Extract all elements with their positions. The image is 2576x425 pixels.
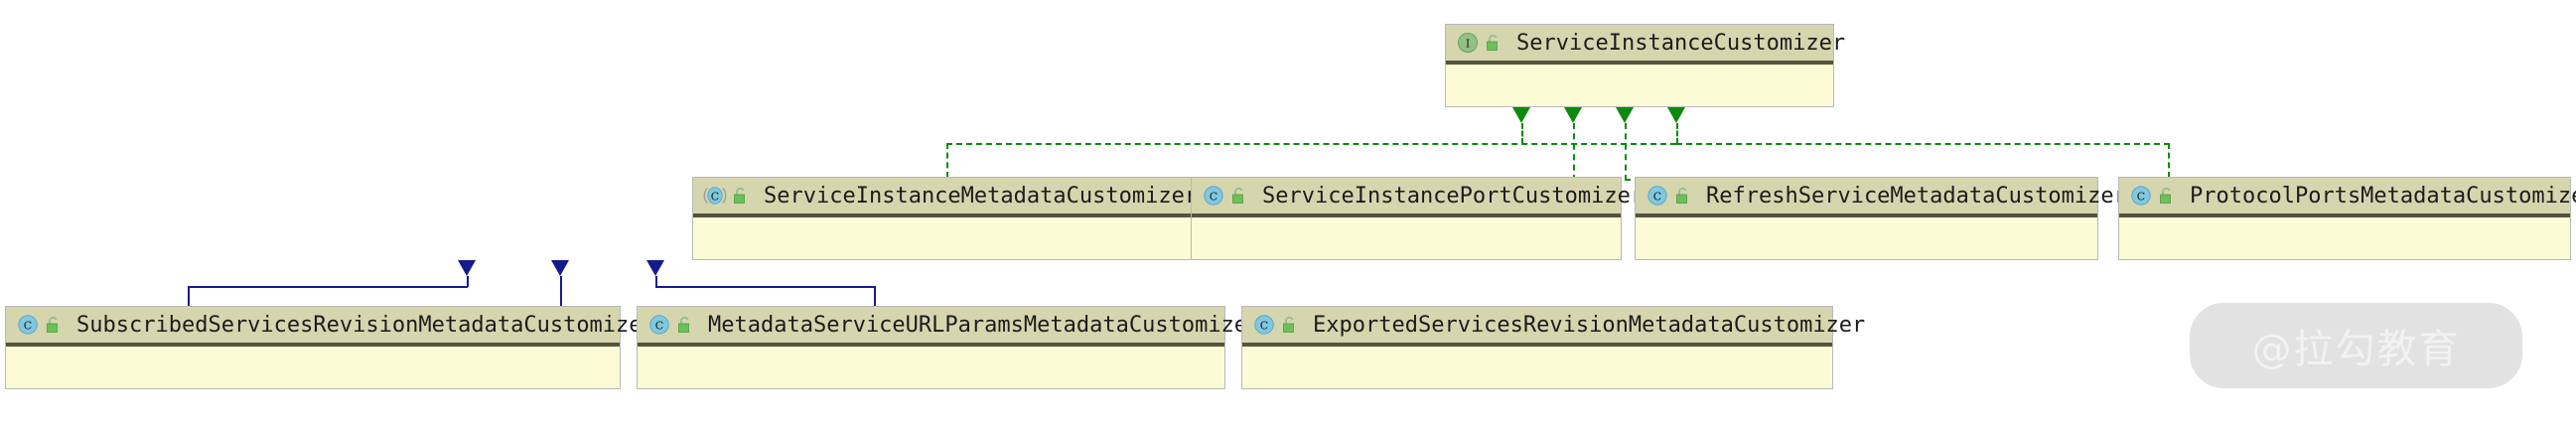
class-icon: C — [1252, 313, 1276, 337]
realization-edge-segment — [946, 143, 948, 178]
public-lock-icon — [1230, 186, 1248, 206]
realization-edge-segment — [1676, 123, 1678, 144]
generalization-edge-segment — [188, 286, 468, 288]
generalization-edge-segment — [188, 286, 190, 308]
uml-node-subscribed-services-revision-metadata-customizer[interactable]: C SubscribedServicesRevisionMetadataCust… — [5, 306, 655, 389]
uml-node-header: C RefreshServiceMetadataCustomizer — [1636, 178, 2127, 217]
realization-edge-segment — [2168, 143, 2170, 178]
uml-node-title: RefreshServiceMetadataCustomizer — [1706, 183, 2127, 209]
interface-icon: I — [1456, 31, 1480, 55]
realization-arrowhead — [1564, 107, 1582, 123]
uml-node-body — [1192, 217, 1621, 257]
uml-node-title: SubscribedServicesRevisionMetadataCustom… — [76, 312, 655, 338]
uml-node-title: ServiceInstancePortCustomizer — [1262, 183, 1645, 209]
watermark-text: @拉勾教育 — [2251, 327, 2461, 372]
uml-node-body — [1636, 217, 2097, 257]
class-icon: C — [647, 313, 671, 337]
uml-node-metadata-service-url-params-metadata-customizer[interactable]: C MetadataServiceURLParamsMetadataCustom… — [637, 306, 1260, 389]
uml-node-body — [2119, 217, 2570, 257]
uml-node-exported-services-revision-metadata-customizer[interactable]: C ExportedServicesRevisionMetadataCustom… — [1241, 306, 1865, 389]
svg-text:C: C — [1653, 191, 1661, 204]
class-icon: C — [2129, 184, 2153, 208]
generalization-edge-segment — [874, 286, 876, 308]
watermark: @拉勾教育 — [2190, 303, 2522, 388]
generalization-arrowhead — [646, 260, 664, 276]
class-icon: C — [16, 313, 40, 337]
public-lock-icon — [1485, 33, 1503, 53]
uml-node-header: C SubscribedServicesRevisionMetadataCust… — [6, 307, 655, 347]
realization-edge-segment — [1676, 143, 2170, 145]
uml-node-header: C ExportedServicesRevisionMetadataCustom… — [1242, 307, 1865, 347]
uml-node-title: MetadataServiceURLParamsMetadataCustomiz… — [708, 312, 1261, 338]
public-lock-icon — [676, 315, 694, 335]
uml-node-header: I ServiceInstanceCustomizer — [1446, 25, 1845, 65]
generalization-arrowhead — [551, 260, 569, 276]
uml-node-body — [638, 347, 1224, 386]
uml-node-body — [6, 347, 620, 386]
public-lock-icon — [2158, 186, 2176, 206]
public-lock-icon — [1674, 186, 1692, 206]
realization-edge-segment — [1521, 123, 1523, 144]
realization-edge-segment — [946, 143, 1676, 145]
uml-node-body — [693, 217, 1200, 257]
uml-node-title: ExportedServicesRevisionMetadataCustomiz… — [1313, 312, 1866, 338]
abstract-class-icon: C — [703, 184, 727, 208]
generalization-edge-segment — [655, 286, 876, 288]
generalization-edge-segment — [655, 276, 657, 287]
uml-node-title: ServiceInstanceMetadataCustomizer — [764, 183, 1199, 209]
uml-node-header: C ServiceInstancePortCustomizer — [1192, 178, 1644, 217]
uml-node-header: C ProtocolPortsMetadataCustomizer — [2119, 178, 2576, 217]
uml-node-header: C ServiceInstanceMetadataCustomizer — [693, 178, 1200, 217]
uml-node-title: ServiceInstanceCustomizer — [1516, 30, 1846, 56]
uml-node-service-instance-metadata-customizer[interactable]: C ServiceInstanceMetadataCustomizer — [692, 177, 1201, 260]
public-lock-icon — [732, 186, 750, 206]
class-icon: C — [1646, 184, 1669, 208]
uml-node-header: C MetadataServiceURLParamsMetadataCustom… — [638, 307, 1260, 347]
uml-node-protocol-ports-metadata-customizer[interactable]: C ProtocolPortsMetadataCustomizer — [2118, 177, 2576, 260]
public-lock-icon — [1281, 315, 1299, 335]
realization-arrowhead — [1667, 107, 1685, 123]
svg-text:C: C — [1260, 320, 1268, 333]
svg-text:I: I — [1466, 38, 1470, 51]
generalization-arrowhead — [458, 260, 476, 276]
uml-node-body — [1446, 65, 1833, 104]
realization-arrowhead — [1616, 107, 1634, 123]
class-icon: C — [1202, 184, 1225, 208]
uml-node-refresh-service-metadata-customizer[interactable]: C RefreshServiceMetadataCustomizer — [1635, 177, 2127, 260]
uml-node-service-instance-port-customizer[interactable]: C ServiceInstancePortCustomizer — [1191, 177, 1644, 260]
realization-edge-segment — [1573, 123, 1575, 181]
generalization-edge-segment — [467, 276, 469, 287]
uml-node-service-instance-customizer[interactable]: I ServiceInstanceCustomizer — [1445, 24, 1845, 107]
svg-text:C: C — [711, 191, 719, 204]
uml-node-title: ProtocolPortsMetadataCustomizer — [2190, 183, 2576, 209]
realization-arrowhead — [1512, 107, 1530, 123]
svg-text:C: C — [24, 320, 32, 333]
generalization-edge-segment — [560, 276, 562, 308]
realization-edge-segment — [1625, 123, 1627, 181]
uml-node-body — [1242, 347, 1832, 386]
public-lock-icon — [45, 315, 63, 335]
svg-text:C: C — [1210, 191, 1217, 204]
svg-text:C: C — [655, 320, 663, 333]
svg-text:C: C — [2137, 191, 2145, 204]
